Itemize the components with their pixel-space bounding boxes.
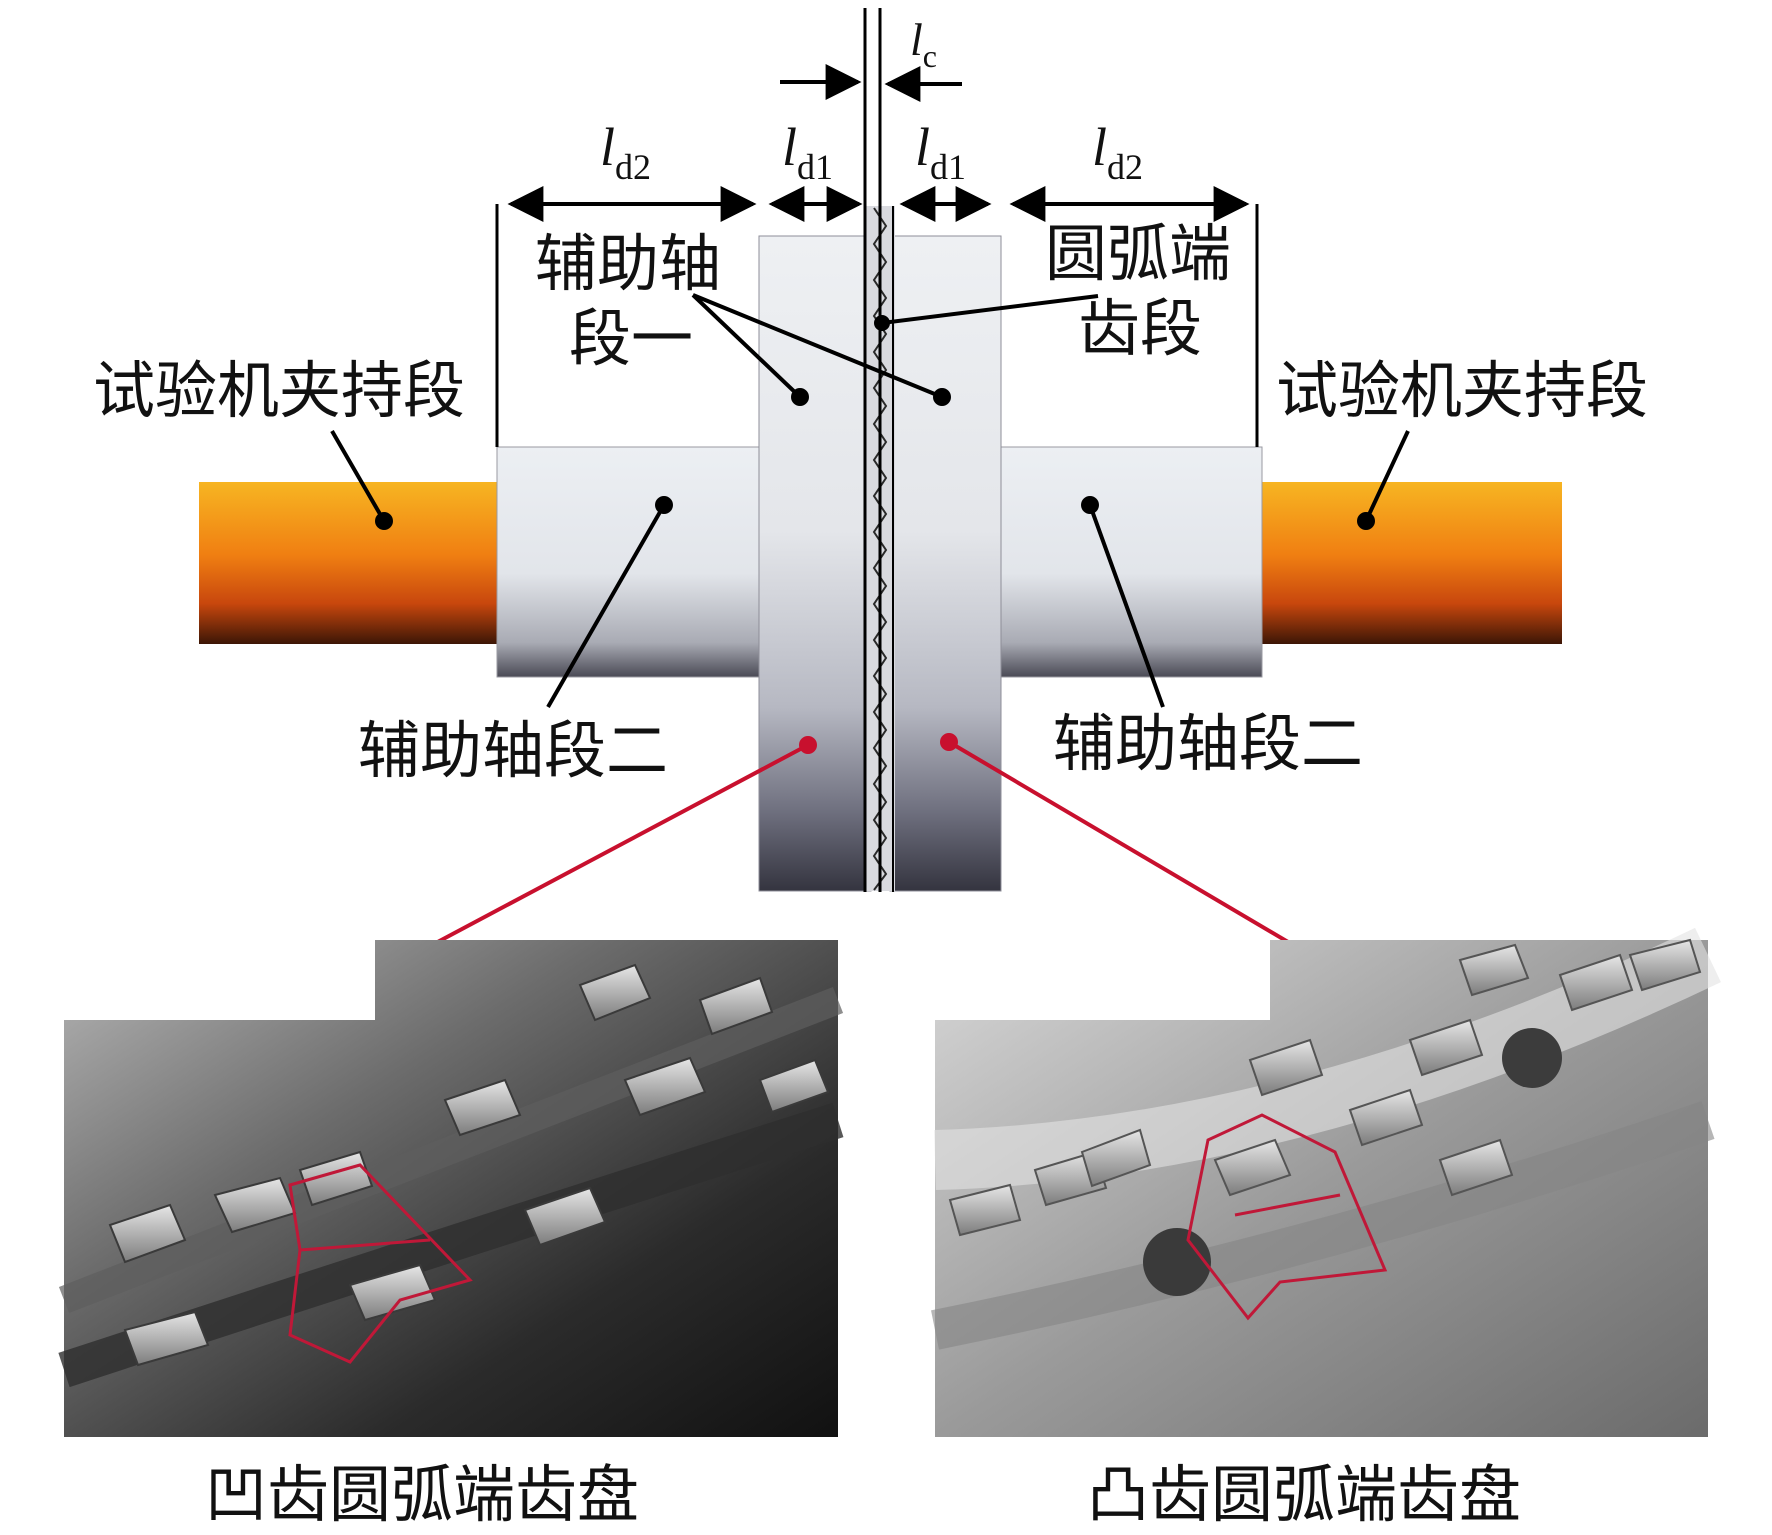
aux-shaft-one-right-disc [889, 235, 1002, 892]
convex-bolt-hole-2 [1502, 1028, 1562, 1088]
dim-label-ld1-left: ld1 [782, 117, 833, 187]
leader-dot-aux-two-left [655, 496, 673, 514]
convex-disc-arc [934, 927, 1721, 1190]
label-arc-tooth-line2: 齿段 [1078, 292, 1202, 365]
photo-leaders [384, 733, 1346, 977]
leader-dot-aux-one-b [933, 388, 951, 406]
concave-tooth-highlight-line [299, 1238, 431, 1252]
leader-clamp-right [1364, 430, 1410, 522]
label-aux-shaft-two-left: 辅助轴段二 [358, 714, 668, 787]
convex-tooth-highlight [1186, 1113, 1388, 1321]
label-clamp-right: 试验机夹持段 [1276, 354, 1648, 427]
leader-aux-two-left [546, 504, 666, 708]
concave-disc-photo [58, 940, 844, 1437]
leader-dot-clamp-left [375, 512, 393, 530]
callout-leaders [330, 293, 1410, 708]
clamp-section-left [199, 482, 497, 644]
leader-dot-aux-one-a [791, 388, 809, 406]
aux-shaft-two-right-body [999, 446, 1263, 678]
caption-convex-disc: 凸齿圆弧端齿盘 [1087, 1458, 1521, 1531]
aux-shaft-one-left-disc [758, 235, 872, 892]
dim-label-ld2-left: ld2 [600, 117, 651, 187]
leader-clamp-left [330, 429, 386, 523]
label-arc-tooth-line1: 圆弧端 [1045, 217, 1231, 290]
aux-shaft-two-left-body [496, 446, 760, 678]
leader-aux-one-a [691, 293, 802, 399]
dim-label-ld2-right: ld2 [1092, 117, 1143, 187]
concave-teeth [108, 963, 830, 1367]
leader-dot-arc-tooth [874, 315, 890, 331]
label-aux-shaft-one-line2: 段一 [569, 302, 693, 375]
leader-dot-clamp-right [1357, 512, 1375, 530]
photo-leader-right [947, 740, 1346, 977]
leader-dot-aux-two-right [1081, 496, 1099, 514]
concave-disc-arc [58, 986, 844, 1314]
clamp-section-right [1262, 482, 1562, 644]
convex-bolt-hole [1143, 1228, 1211, 1296]
label-aux-shaft-one-line1: 辅助轴 [535, 227, 721, 300]
convex-disc-photo [931, 927, 1721, 1437]
label-aux-shaft-two-right: 辅助轴段二 [1053, 707, 1363, 780]
convex-disc-arc-2 [931, 1101, 1715, 1350]
convex-teeth [948, 938, 1702, 1237]
concave-tooth-highlight [288, 1163, 473, 1364]
dim-label-lc: lc [910, 14, 937, 74]
photo-leader-dot-left [799, 736, 817, 754]
photo-leader-left [384, 743, 809, 972]
label-clamp-left: 试验机夹持段 [93, 354, 465, 427]
dimension-lines [495, 64, 1259, 447]
dim-label-ld1-right: ld1 [915, 117, 966, 187]
photo-leader-dot-right [940, 733, 958, 751]
leader-arc-tooth [881, 294, 1099, 325]
leader-aux-two-right [1088, 504, 1165, 708]
convex-tooth-highlight-line [1234, 1193, 1341, 1217]
caption-concave-disc: 凹齿圆弧端齿盘 [205, 1458, 639, 1531]
leader-aux-one-b [692, 293, 943, 399]
